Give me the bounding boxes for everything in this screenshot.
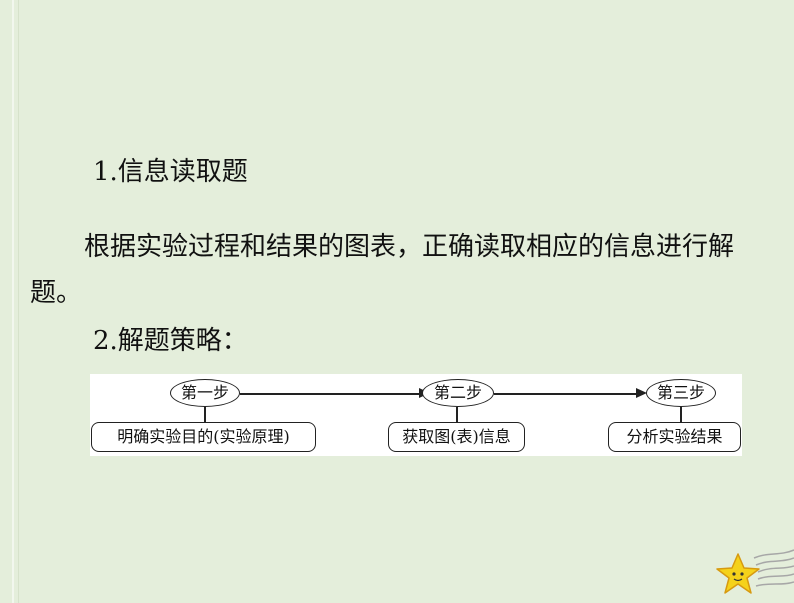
step-detail-1: 明确实验目的(实验原理) — [117, 427, 290, 446]
step-stem-2 — [456, 407, 458, 422]
body-paragraph: 根据实验过程和结果的图表，正确读取相应的信息进行解题。 — [30, 232, 735, 308]
star-icon — [716, 549, 794, 594]
step-oval-1: 第一步 — [170, 379, 240, 407]
section-heading-strategy: 2.解题策略： — [93, 326, 248, 356]
strategy-flow-diagram: 第一步 明确实验目的(实验原理) 第二步 获取图(表)信息 第三步 分析实验结果 — [90, 374, 742, 456]
step-detail-box-3: 分析实验结果 — [608, 422, 741, 452]
step-stem-3 — [680, 407, 682, 422]
step-label-2: 第二步 — [433, 383, 482, 402]
left-border-stripe — [12, 0, 14, 603]
left-border-line — [18, 0, 19, 603]
section-heading-info-reading: 1.信息读取题 — [93, 157, 248, 187]
step-detail-2: 获取图(表)信息 — [402, 427, 511, 446]
step-oval-3: 第三步 — [646, 379, 716, 407]
arrow-head-to-step3 — [636, 388, 647, 398]
step-detail-box-2: 获取图(表)信息 — [388, 422, 525, 452]
step-detail-3: 分析实验结果 — [626, 427, 723, 446]
step-label-1: 第一步 — [180, 383, 229, 402]
step-oval-2: 第二步 — [422, 379, 494, 407]
step-stem-1 — [204, 407, 206, 422]
step-label-3: 第三步 — [656, 383, 705, 402]
connector-step1-step2 — [240, 393, 420, 395]
connector-step2-step3 — [494, 393, 637, 395]
step-detail-box-1: 明确实验目的(实验原理) — [91, 422, 316, 452]
